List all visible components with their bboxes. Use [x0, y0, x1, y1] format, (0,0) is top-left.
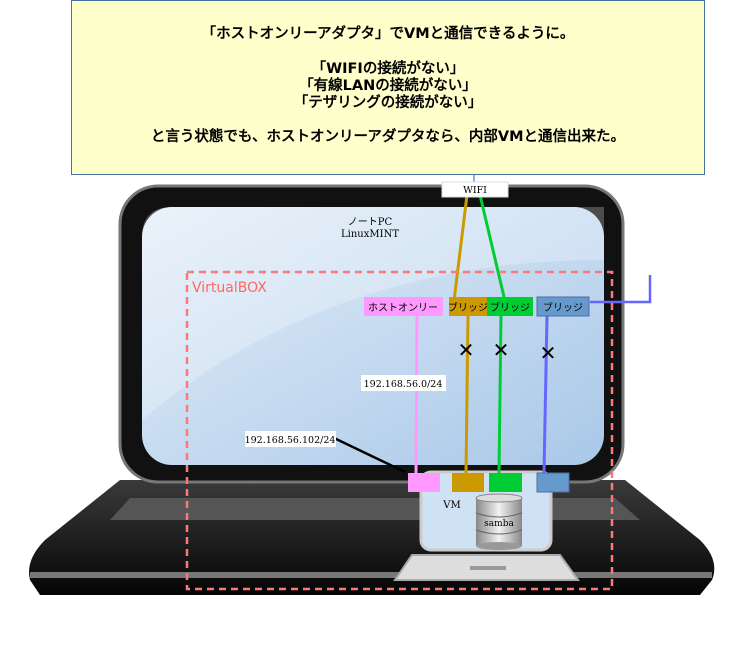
laptop-base-edge: [30, 572, 712, 578]
adapter-bridge1-box: [449, 297, 487, 316]
samba-label: samba: [484, 519, 514, 529]
network-label: 192.168.56.0/24: [364, 379, 443, 390]
wifi-wire-bridge1: [452, 194, 469, 302]
adapter-bridge3-box: [536, 296, 590, 317]
disconnected-mark-bridge1: ✕: [458, 338, 475, 362]
ip-pointer-line: [333, 436, 406, 474]
host-label-line1: ノートPC: [348, 217, 393, 228]
network-label-box: [361, 375, 446, 391]
adapter-hostonly-label: ホストオンリー: [368, 302, 438, 314]
vm-label: VM: [442, 500, 460, 511]
host-label-line2: LinuxMINT: [341, 229, 399, 240]
vm-ip-label: 192.168.56.102/24: [245, 435, 336, 446]
note-line-2: 「WIFIの接続がない」: [311, 61, 465, 77]
wifi-label-box: [441, 181, 509, 198]
explanation-note: 「ホストオンリーアダプタ」でVMと通信できるように。 「WIFIの接続がない」 …: [71, 0, 705, 175]
bridge2-wire: [497, 315, 503, 474]
virtualbox-label: VirtualBOX: [192, 280, 267, 296]
wired-lan-wire: [590, 275, 652, 304]
note-line-3: 「有線LANの接続がない」: [299, 78, 477, 94]
laptop-keyboard: [110, 498, 640, 520]
adapter-hostonly-box: [364, 297, 443, 316]
adapter-bridge2-label: ブリッジ: [490, 301, 530, 314]
vm-touchpad: [470, 566, 506, 570]
bridge3-wire: [542, 315, 549, 474]
disconnected-mark-bridge3: ✕: [540, 341, 557, 365]
disconnected-mark-bridge2: ✕: [493, 338, 510, 362]
adapter-bridge3-label: ブリッジ: [543, 301, 583, 314]
samba-database-icon: [475, 493, 523, 550]
vm-nic-hostonly: [408, 473, 440, 492]
adapter-bridge1-label: ブリッジ: [448, 301, 488, 314]
note-line-4: 「テザリングの接続がない」: [293, 95, 483, 111]
virtualbox-boundary: [185, 270, 614, 591]
screen-glare: [142, 207, 604, 420]
vm-nic-bridge3: [536, 472, 570, 493]
vm-ip-label-box: [245, 431, 336, 447]
wifi-wire-bridge2: [478, 194, 507, 302]
note-line-1: 「ホストオンリーアダプタ」でVMと通信できるように。: [201, 26, 575, 42]
adapter-bridge2-box: [487, 297, 533, 316]
bridge1-wire: [464, 315, 470, 474]
vm-nic-bridge2: [489, 473, 522, 492]
wifi-label: WIFI: [463, 185, 487, 196]
hostonly-wire: [414, 315, 419, 474]
note-line-5: と言う状態でも、ホストオンリーアダプタなら、内部VMと通信出来た。: [150, 129, 626, 145]
vm-nic-bridge1: [452, 473, 484, 492]
